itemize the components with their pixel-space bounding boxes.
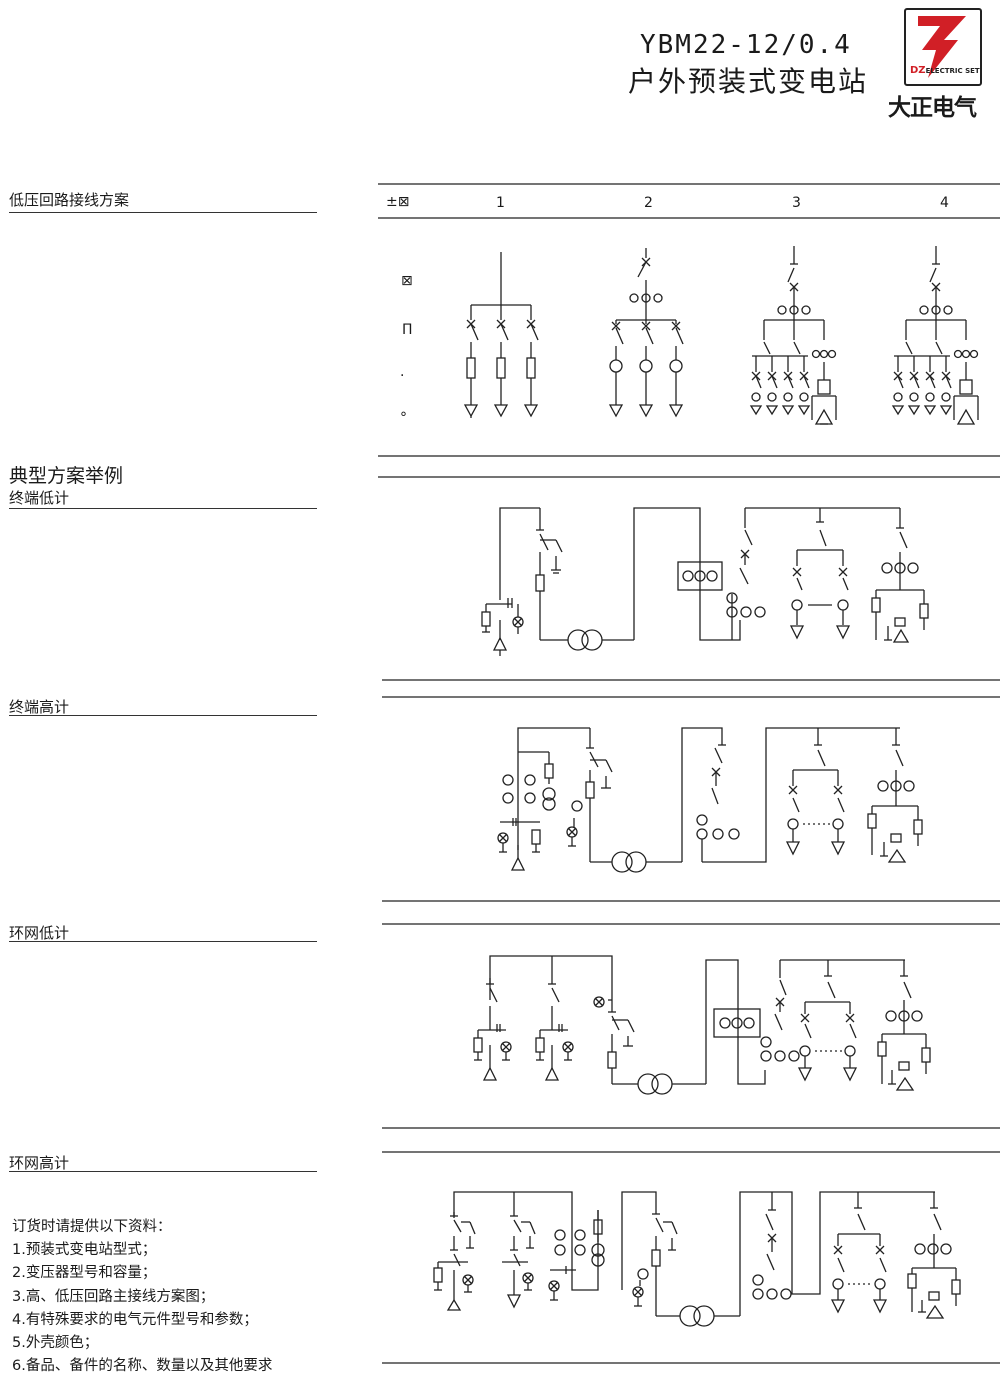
order-note-item: 4.有特殊要求的电气元件型号和参数； [12,1311,258,1328]
section-ring-high-label: 环网高计 [9,1154,70,1172]
scheme-3-diagram [749,246,837,425]
scheme-row-symbol: Π [402,322,413,338]
section-low-voltage-label: 低压回路接线方案 [9,191,130,209]
table-rules [378,183,1000,1364]
feeder [523,305,539,418]
section-typical-heading: 典型方案举例 [9,465,124,487]
logo-text: ELECTRIC SET [925,67,980,75]
scheme-column-1: 1 [496,195,505,211]
scheme-2-diagram [608,248,684,418]
product-title: 户外预装式变电站 [628,65,869,98]
scheme-column-2: 2 [644,195,653,211]
section-underline [9,212,317,213]
order-note-item: 6.备品、备件的名称、数量以及其他要求 [12,1358,273,1375]
feeder [638,320,654,418]
sub-feeders [891,356,953,416]
lightning-logo-icon [918,16,966,78]
section-terminal-high-label: 终端高计 [9,698,70,716]
order-note-item: 5.外壳颜色； [12,1335,99,1352]
section-underline [9,1171,317,1172]
scheme-1-diagram [463,252,539,418]
scheme-4-diagram [891,246,979,425]
feeder [493,305,509,418]
scheme-row-symbol: ° [400,410,407,426]
section-ring-low-label: 环网低计 [9,924,70,942]
brand-name: 大正电气 [888,95,977,121]
section-underline [9,508,317,509]
feeder [463,305,479,418]
scheme-column-4: 4 [940,195,949,211]
feeder [608,320,624,418]
section-terminal-low-label: 终端低计 [9,489,70,507]
scheme-row-symbol: · [400,368,405,384]
feeder [668,320,684,418]
company-logo: DZELECTRIC SET [904,8,982,86]
scheme-column-3: 3 [792,195,801,211]
order-notes-intro: 订货时请提供以下资料： [12,1219,172,1235]
order-note-item: 2.变压器型号和容量； [12,1265,157,1282]
section-underline [9,941,317,942]
ring-high-diagram [433,1191,961,1327]
sub-feeders [749,356,811,416]
section-underline [9,715,317,716]
order-note-item: 3.高、低压回路主接线方案图； [12,1288,215,1305]
order-note-item: 1.预装式变电站型式； [12,1242,157,1259]
scheme-row-symbol: ⊠ [401,273,413,289]
scheme-symbol-header: ±⊠ [386,194,410,210]
order-notes: 订货时请提供以下资料： 1.预装式变电站型式； 2.变压器型号和容量； 3.高、… [12,1216,272,1378]
ring-low-diagram [473,955,931,1095]
logo-mark: DZ [910,65,926,76]
terminal-high-diagram [497,727,923,873]
product-model: YBM22-12/0.4 [640,30,852,60]
terminal-low-diagram [481,507,929,656]
